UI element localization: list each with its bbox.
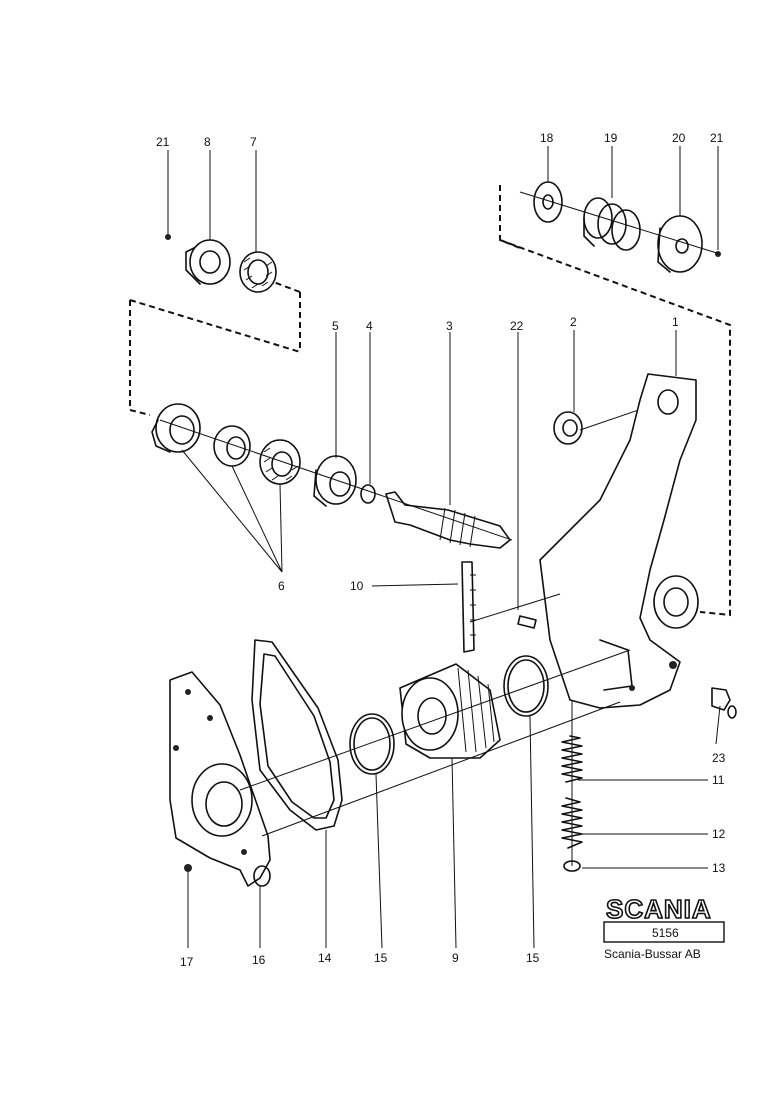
label-part-6: 6 [278, 579, 285, 593]
axis-line-shaft [159, 419, 513, 541]
label-part-17: 17 [180, 955, 194, 969]
label-part-22: 22 [510, 319, 524, 333]
part-15-o-ring-right [503, 655, 549, 717]
part-5-gear-wheel [313, 455, 357, 507]
drawing-code: 5156 [652, 926, 679, 940]
label-part-18: 18 [540, 131, 554, 145]
part-2-bushing [553, 411, 583, 445]
label-part-5: 5 [332, 319, 339, 333]
part-9-worm-wheel [399, 663, 501, 759]
brand-logo: SCANIA [606, 894, 712, 924]
part-14-gasket [251, 639, 343, 831]
part-6-bearing [259, 439, 301, 485]
label-part-21-left: 21 [156, 135, 170, 149]
axis-line-upper-right [519, 191, 721, 255]
company-name: Scania-Bussar AB [604, 947, 701, 961]
label-part-14: 14 [318, 951, 332, 965]
label-part-1: 1 [672, 315, 679, 329]
part-21-screw-left [165, 234, 171, 240]
scania-logo-block: SCANIA 5156 Scania-Bussar AB [603, 893, 725, 961]
part-22-pin [517, 615, 537, 629]
label-part-3: 3 [446, 319, 453, 333]
label-part-10: 10 [350, 579, 364, 593]
label-part-12: 12 [712, 827, 726, 841]
part-17-screw [184, 864, 192, 872]
label-part-15-left: 15 [374, 951, 388, 965]
part-7-needle-bearing [239, 251, 277, 293]
label-part-13: 13 [712, 861, 726, 875]
part-19-spring [583, 197, 641, 251]
label-part-8: 8 [204, 135, 211, 149]
label-part-23: 23 [712, 751, 726, 765]
label-part-21-right: 21 [710, 131, 724, 145]
label-part-20: 20 [672, 131, 686, 145]
part-8-bearing-cap [185, 239, 231, 285]
axis-line-lower-assembly-2 [261, 701, 621, 837]
part-6-bushing-b [213, 425, 251, 467]
part-10-rack [461, 561, 476, 653]
part-6-bushing-a [151, 403, 201, 453]
label-part-16: 16 [252, 953, 266, 967]
label-part-19: 19 [604, 131, 618, 145]
part-3-worm-shaft [385, 491, 511, 549]
label-part-7: 7 [250, 135, 257, 149]
part-18-washer [533, 181, 563, 223]
part-4-ring [360, 484, 376, 504]
label-part-9: 9 [452, 951, 459, 965]
axis-line-pin [469, 593, 561, 623]
label-part-4: 4 [366, 319, 373, 333]
part-12-spring [561, 797, 583, 849]
part-20-cover [657, 215, 703, 273]
axis-line-lower-assembly [239, 649, 631, 791]
part-15-o-ring-left [349, 713, 395, 775]
label-part-2: 2 [570, 315, 577, 329]
leader-lines [167, 146, 721, 949]
part-1-slack-adjuster-arm [539, 373, 699, 709]
code-box [603, 921, 725, 943]
part-23-lubrication-nipple [711, 687, 737, 719]
part-21-screw-right [715, 251, 721, 257]
part-16-cover-plate [169, 671, 271, 887]
part-11-spring [561, 735, 583, 783]
group-boundary-left [129, 279, 301, 416]
label-part-15-right: 15 [526, 951, 540, 965]
label-part-11: 11 [712, 773, 725, 787]
group-boundary-right [499, 185, 731, 617]
